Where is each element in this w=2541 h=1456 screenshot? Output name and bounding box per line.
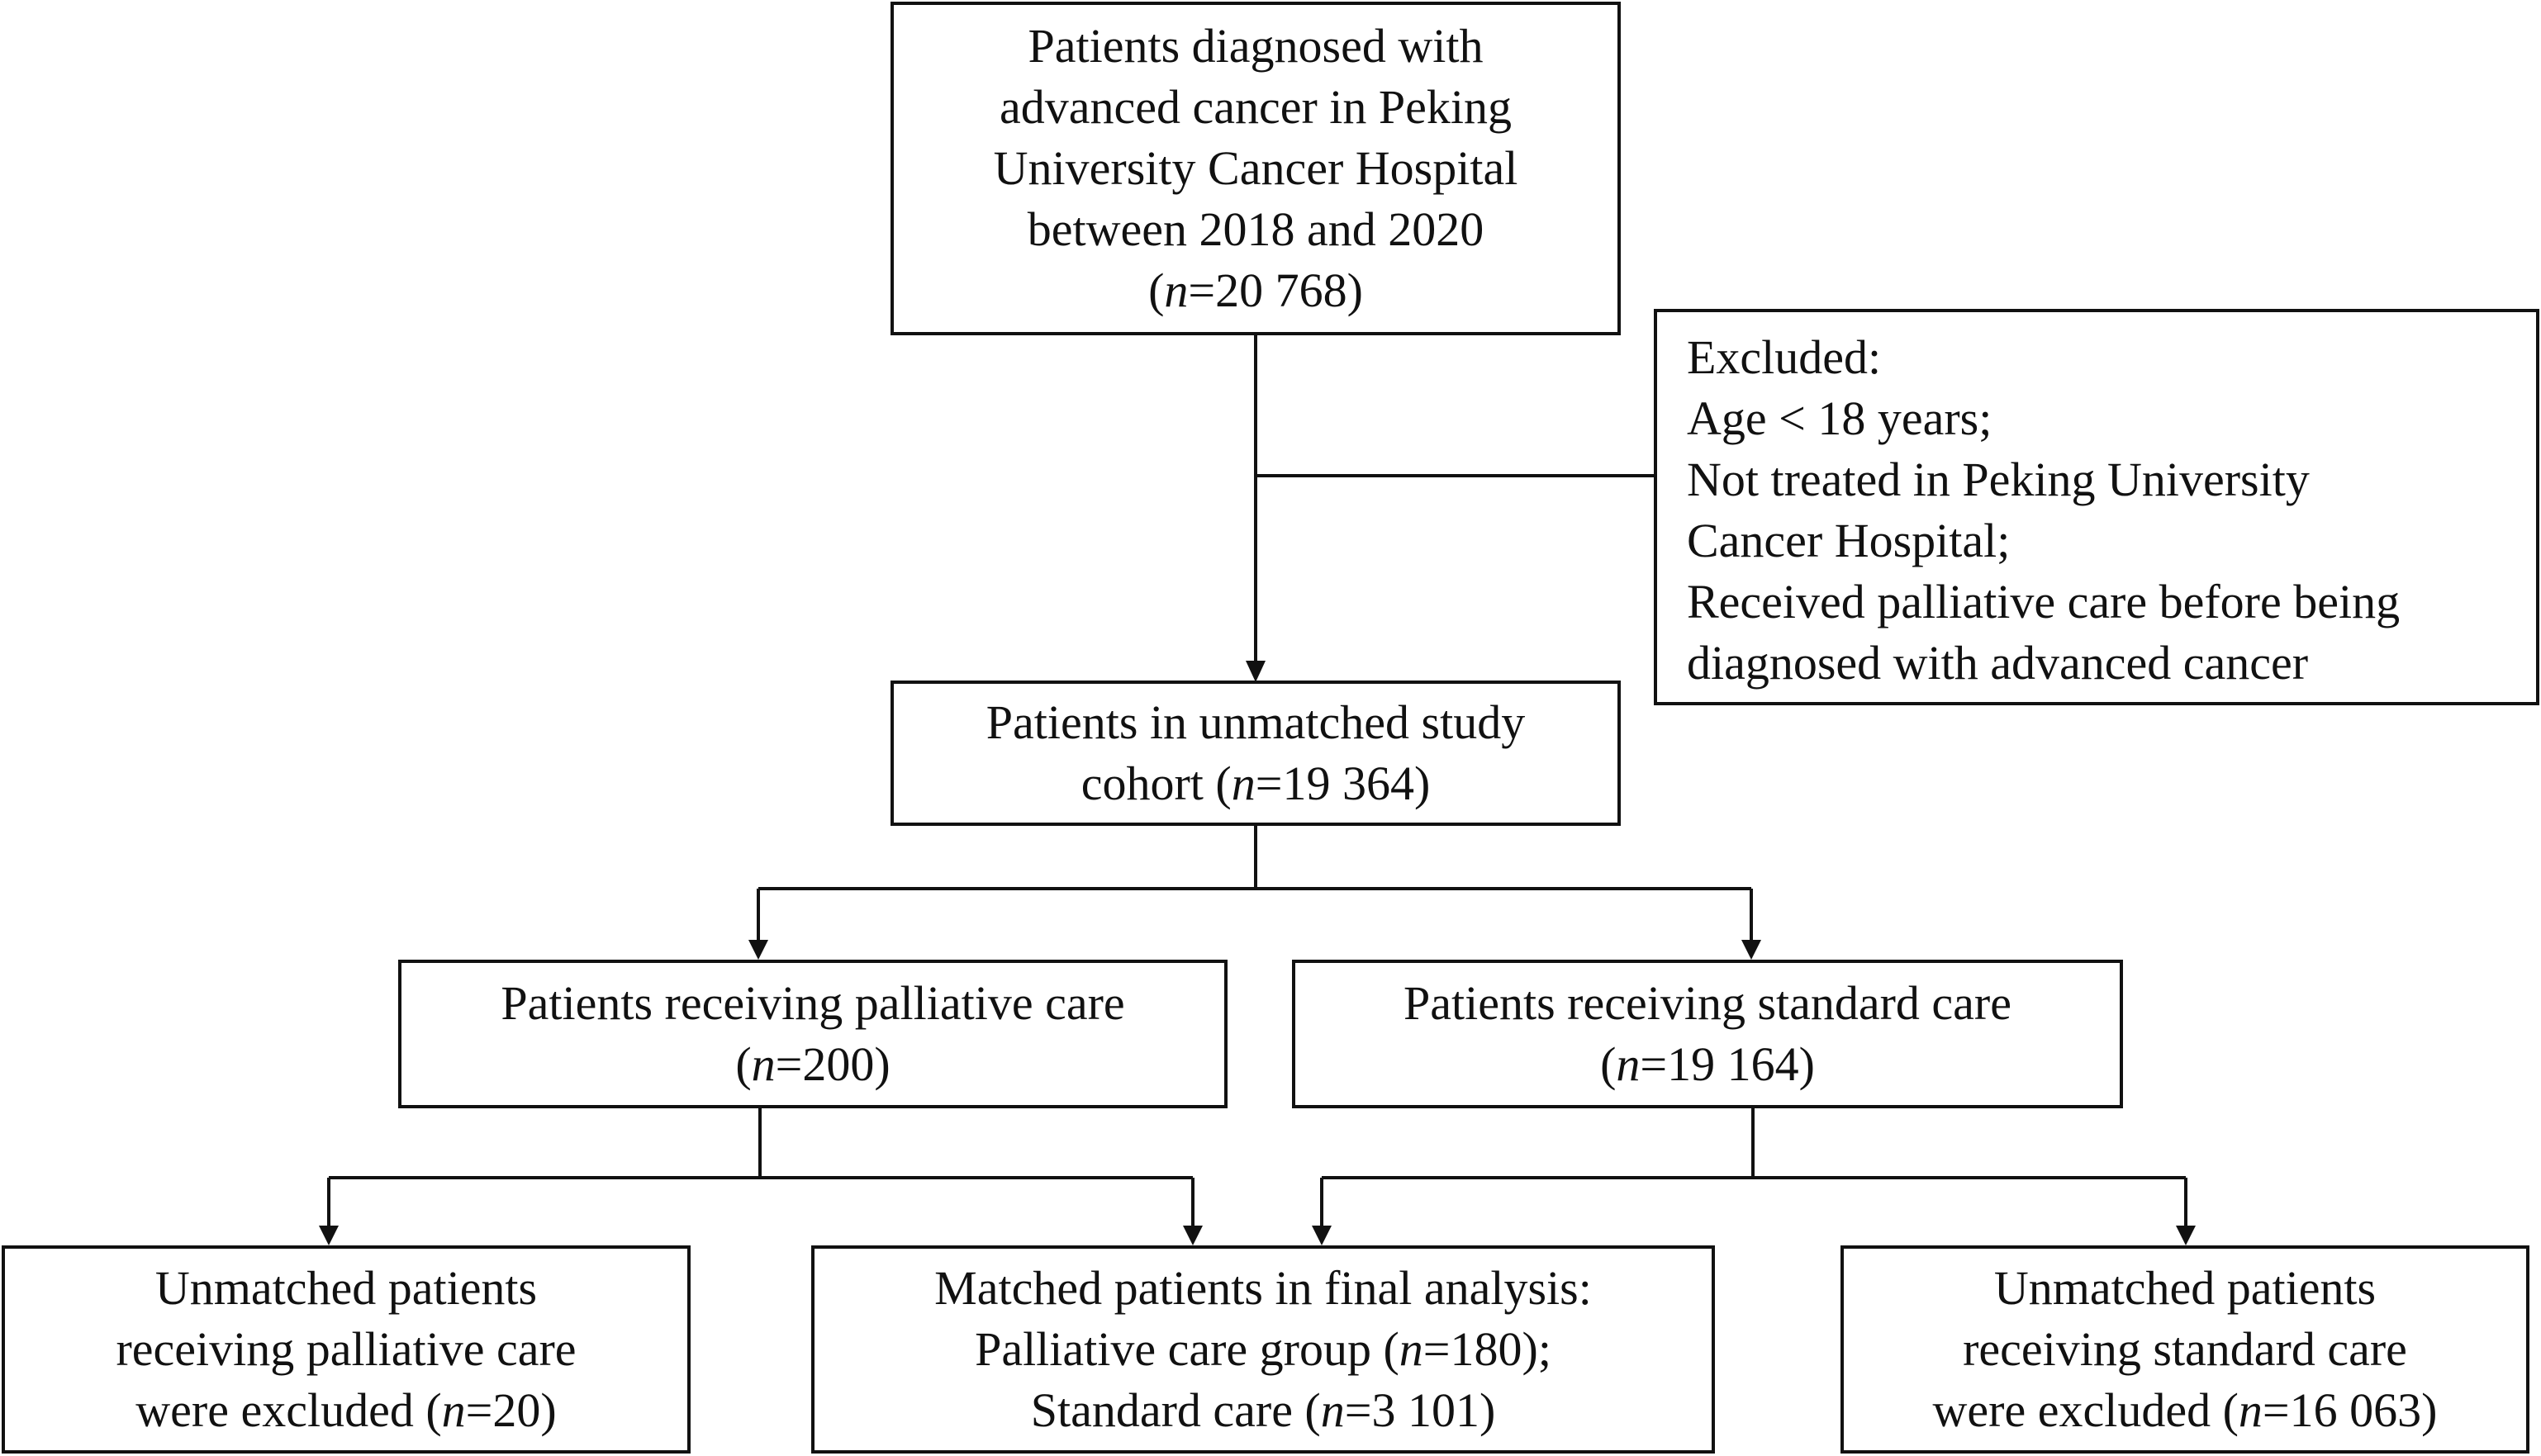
- palliative-count: (n=200): [735, 1034, 890, 1095]
- unmatched-palliative-count-value: =20): [465, 1383, 557, 1437]
- palliative-line-1: Patients receiving palliative care: [501, 976, 1125, 1030]
- standard-line-1: Patients receiving standard care: [1403, 976, 2011, 1030]
- matched-palliative-prefix: Palliative care group (: [975, 1322, 1399, 1376]
- unmatched-palliative-count-n: n: [441, 1383, 466, 1437]
- standard-count-n: n: [1616, 1037, 1641, 1091]
- matched-standard-n: n: [1320, 1383, 1345, 1437]
- matched-palliative-value: =180);: [1422, 1322, 1551, 1376]
- arrowhead-matched-from-standard: [1312, 1226, 1332, 1245]
- unmatched-standard-box: Unmatched patients receiving standard ca…: [1840, 1245, 2529, 1454]
- source-count-value: =20 768): [1188, 263, 1363, 317]
- exclusion-heading: Excluded:: [1687, 330, 1882, 384]
- unmatched-palliative-line-1: Unmatched patients: [154, 1261, 538, 1315]
- palliative-care-box: Patients receiving palliative care (n=20…: [398, 960, 1228, 1108]
- matched-standard-count: Standard care (n=3 101): [1031, 1380, 1496, 1441]
- standard-count: (n=19 164): [1600, 1034, 1815, 1095]
- palliative-count-n: n: [751, 1037, 776, 1091]
- standard-care-box: Patients receiving standard care (n=19 1…: [1292, 960, 2123, 1108]
- exclusion-line-not-treated-2: Cancer Hospital;: [1687, 514, 2011, 567]
- matched-palliative-n: n: [1399, 1322, 1423, 1376]
- exclusion-line-age: Age < 18 years;: [1687, 391, 1992, 445]
- cohort-count-value: =19 364): [1255, 756, 1431, 810]
- exclusion-line-prior-palliative-2: diagnosed with advanced cancer: [1687, 636, 2309, 690]
- arrowhead-matched-from-palliative: [1183, 1226, 1203, 1245]
- source-line-4: between 2018 and 2020: [1027, 202, 1484, 256]
- arrowhead-palliative: [748, 940, 768, 960]
- source-line-3: University Cancer Hospital: [993, 141, 1518, 195]
- unmatched-standard-count: were excluded (n=16 063): [1933, 1380, 2438, 1441]
- unmatched-standard-count-n: n: [2238, 1383, 2263, 1437]
- palliative-count-open: (: [735, 1037, 752, 1091]
- matched-patients-box: Matched patients in final analysis: Pall…: [811, 1245, 1715, 1454]
- unmatched-standard-line-2: receiving standard care: [1963, 1322, 2407, 1376]
- unmatched-palliative-box: Unmatched patients receiving palliative …: [2, 1245, 691, 1454]
- matched-line-1: Matched patients in final analysis:: [934, 1261, 1592, 1315]
- cohort-count-n: n: [1231, 756, 1256, 810]
- exclusion-line-prior-palliative-1: Received palliative care before being: [1687, 575, 2401, 628]
- source-count-n: n: [1164, 263, 1189, 317]
- source-population-box: Patients diagnosed with advanced cancer …: [891, 2, 1621, 335]
- unmatched-standard-count-value: =16 063): [2262, 1383, 2438, 1437]
- source-count-open: (: [1148, 263, 1165, 317]
- unmatched-palliative-count-prefix: were excluded (: [135, 1383, 442, 1437]
- arrowhead-cohort: [1246, 661, 1266, 682]
- exclusion-line-not-treated-1: Not treated in Peking University: [1687, 453, 2310, 506]
- matched-standard-prefix: Standard care (: [1030, 1383, 1321, 1437]
- arrowhead-unmatched-standard: [2176, 1226, 2196, 1245]
- arrowhead-standard: [1741, 940, 1761, 960]
- unmatched-standard-line-1: Unmatched patients: [1993, 1261, 2377, 1315]
- standard-count-value: =19 164): [1640, 1037, 1815, 1091]
- cohort-count: cohort (n=19 364): [1081, 753, 1431, 814]
- unmatched-standard-count-prefix: were excluded (: [1932, 1383, 2239, 1437]
- unmatched-palliative-line-2: receiving palliative care: [116, 1322, 577, 1376]
- unmatched-palliative-count: were excluded (n=20): [135, 1380, 556, 1441]
- source-line-1: Patients diagnosed with: [1028, 19, 1484, 73]
- cohort-count-prefix: cohort (: [1081, 756, 1232, 810]
- unmatched-cohort-box: Patients in unmatched study cohort (n=19…: [891, 681, 1621, 826]
- palliative-count-value: =200): [775, 1037, 891, 1091]
- matched-standard-value: =3 101): [1344, 1383, 1496, 1437]
- source-line-2: advanced cancer in Peking: [1000, 80, 1512, 134]
- matched-palliative-count: Palliative care group (n=180);: [975, 1319, 1551, 1380]
- cohort-line-1: Patients in unmatched study: [986, 695, 1526, 749]
- standard-count-open: (: [1600, 1037, 1617, 1091]
- exclusion-criteria-box: Excluded: Age < 18 years; Not treated in…: [1654, 309, 2539, 705]
- source-count: (n=20 768): [1148, 260, 1363, 321]
- arrowhead-unmatched-palliative: [319, 1226, 339, 1245]
